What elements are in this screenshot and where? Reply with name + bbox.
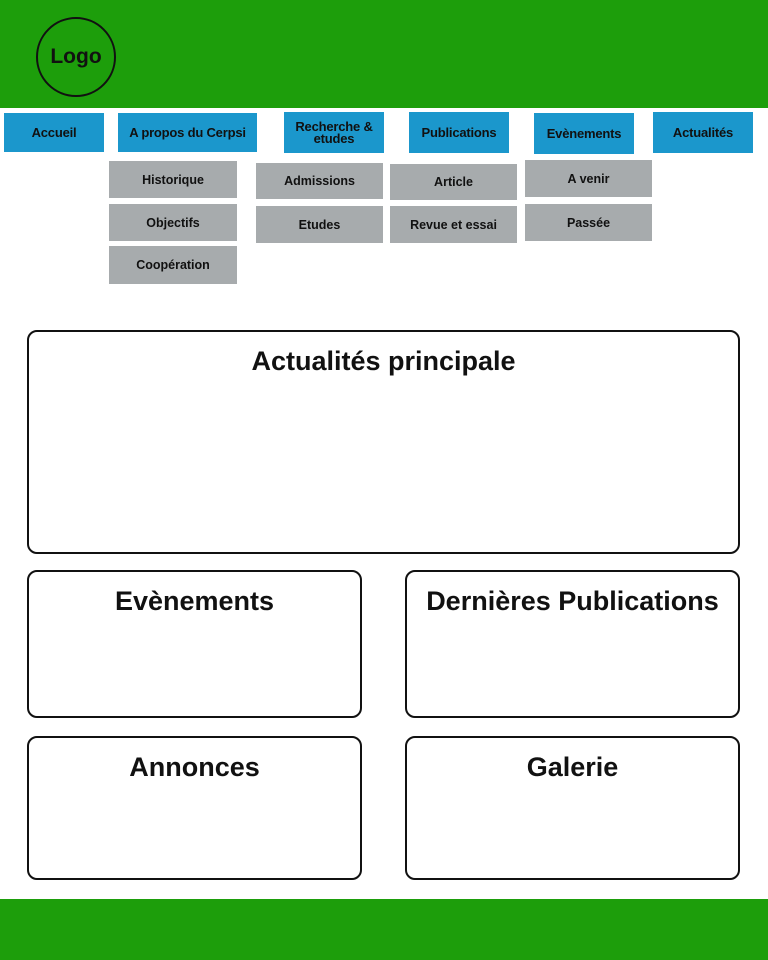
submenu-a-venir[interactable]: A venir — [525, 160, 652, 197]
logo[interactable]: Logo — [36, 17, 116, 97]
footer — [0, 899, 768, 960]
submenu-objectifs[interactable]: Objectifs — [109, 204, 237, 241]
submenu-admissions[interactable]: Admissions — [256, 163, 383, 199]
submenu-historique[interactable]: Historique — [109, 161, 237, 198]
header: Logo — [0, 0, 768, 108]
gallery-section: Galerie — [405, 736, 740, 880]
submenu-etudes[interactable]: Etudes — [256, 206, 383, 243]
nav-publications[interactable]: Publications — [409, 112, 509, 153]
main-news-title: Actualités principale — [251, 346, 516, 376]
nav-actualites[interactable]: Actualités — [653, 112, 753, 153]
announcements-title: Annonces — [129, 752, 260, 782]
events-section: Evènements — [27, 570, 362, 718]
nav-a-propos[interactable]: A propos du Cerpsi — [118, 113, 257, 152]
nav-recherche-etudes[interactable]: Recherche & etudes — [284, 112, 384, 153]
submenu-passee[interactable]: Passée — [525, 204, 652, 241]
nav-evenements[interactable]: Evènements — [534, 113, 634, 154]
submenu-article[interactable]: Article — [390, 164, 517, 200]
submenu-cooperation[interactable]: Coopération — [109, 246, 237, 284]
latest-publications-title: Dernières Publications — [426, 586, 719, 616]
main-news-section: Actualités principale — [27, 330, 740, 554]
events-title: Evènements — [114, 586, 275, 616]
submenu-revue-essai[interactable]: Revue et essai — [390, 206, 517, 243]
gallery-title: Galerie — [526, 752, 619, 782]
announcements-section: Annonces — [27, 736, 362, 880]
nav-accueil[interactable]: Accueil — [4, 113, 104, 152]
latest-publications-section: Dernières Publications — [405, 570, 740, 718]
